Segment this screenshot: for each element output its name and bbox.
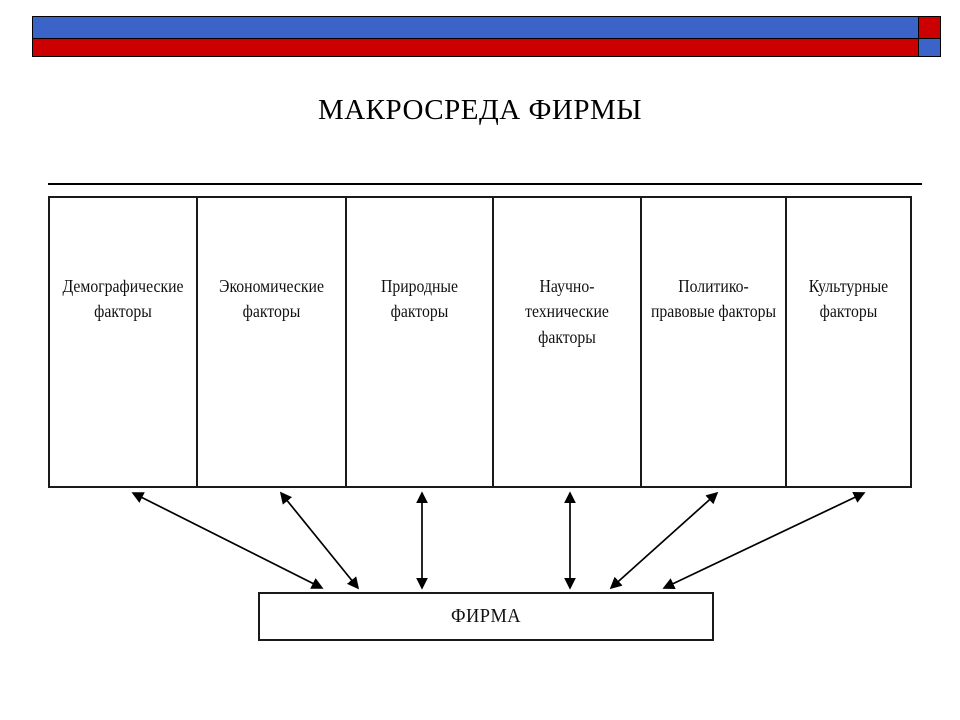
page-title: МАКРОСРЕДА ФИРМЫ (317, 94, 643, 126)
factor-label: Демографические факторы (62, 276, 184, 322)
connector-political-legal-to-firm (609, 491, 719, 590)
factor-label: Политико-правовые факторы (650, 276, 777, 322)
factor-label: Научно-технические факторы (525, 276, 609, 347)
connector-demographic-to-firm (131, 492, 324, 589)
connector-cultural-to-firm (662, 492, 866, 589)
header-band-top-row (32, 16, 941, 39)
horizontal-divider-rule (48, 183, 922, 185)
factor-label: Культурные факторы (808, 276, 889, 322)
factor-box-political-legal[interactable]: Политико-правовые факторы (642, 198, 787, 486)
factor-box-cultural[interactable]: Культурные факторы (787, 198, 910, 486)
connector-economic-to-firm (279, 491, 360, 590)
factor-box-natural[interactable]: Природные факторы (347, 198, 494, 486)
factor-box-demographic[interactable]: Демографические факторы (50, 198, 198, 486)
factor-box-economic[interactable]: Экономические факторы (198, 198, 347, 486)
header-band-red-square (918, 16, 941, 39)
slide-header-band (32, 16, 941, 57)
macro-environment-factors-row: Демографические факторы Экономические фа… (48, 196, 912, 488)
factor-label: Экономические факторы (219, 276, 324, 322)
header-band-blue-bar (32, 16, 918, 39)
factor-label: Природные факторы (380, 276, 458, 322)
header-band-bottom-row (32, 39, 941, 57)
header-band-blue-square (918, 39, 941, 57)
firm-box[interactable]: ФИРМА (258, 592, 714, 641)
factor-box-scientific-technical[interactable]: Научно-технические факторы (494, 198, 642, 486)
header-band-red-bar (32, 39, 918, 57)
firm-label: ФИРМА (450, 605, 522, 627)
